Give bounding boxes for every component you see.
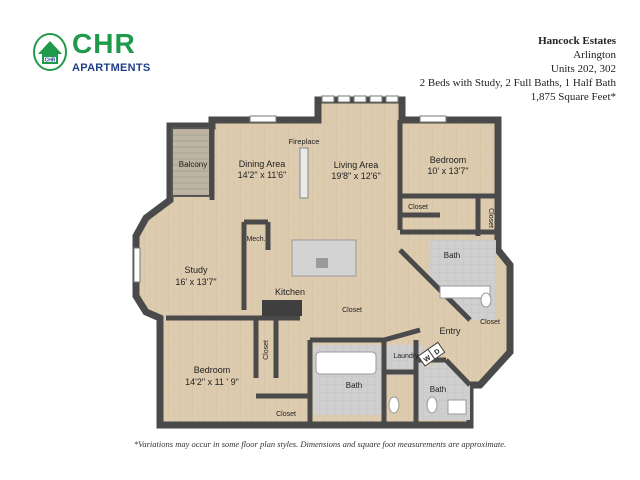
brand-name: CHR <box>72 28 136 59</box>
toilet-lower-right <box>426 396 438 414</box>
disclaimer: *Variations may occur in some floor plan… <box>133 439 507 449</box>
bath-tile-upper <box>430 240 496 320</box>
kitchen-label: Kitchen <box>275 287 305 297</box>
balcony-deck <box>171 127 211 197</box>
dining-label: Dining Area <box>239 159 286 169</box>
kitchen-counter <box>262 300 302 316</box>
closet-f-label: Closet <box>276 411 296 418</box>
bath-vanity-upper <box>439 285 491 299</box>
fireplace <box>299 147 309 199</box>
mech-label: Mech. <box>246 236 265 243</box>
laundry-label: Laundry <box>393 353 419 360</box>
closet-e-label: Closet <box>263 340 270 360</box>
brand-tagline: APARTMENTS <box>72 62 151 74</box>
toilet <box>388 396 400 414</box>
study-label: Study <box>184 265 208 275</box>
property-units: Units 202, 302 <box>550 63 616 75</box>
balcony-label: Balcony <box>179 160 207 169</box>
property-layout: 2 Beds with Study, 2 Full Baths, 1 Half … <box>419 77 616 89</box>
fireplace-label: Fireplace <box>289 137 320 146</box>
closet-a-label: Closet <box>408 204 428 211</box>
property-title: Hancock Estates <box>538 35 616 47</box>
washer-dryer: W D <box>417 341 446 367</box>
closet-d-label: Closet <box>480 319 500 326</box>
property-area: 1,875 Square Feet* <box>530 91 616 103</box>
bath-vanity-lower <box>447 399 467 415</box>
dining-dims: 14'2" x 11'6" <box>238 170 287 180</box>
dryer-label: D <box>433 348 441 357</box>
closet-c-label: Closet <box>342 307 362 314</box>
washer-label: W <box>423 354 433 364</box>
bedroom2-label: Bedroom <box>194 365 231 375</box>
kitchen-sink <box>316 258 328 268</box>
property-city: Arlington <box>573 49 616 61</box>
study-dims: 16' x 13'7" <box>175 277 216 287</box>
living-label: Living Area <box>334 160 379 170</box>
living-dims: 19'8" x 12'6" <box>331 171 380 181</box>
bathtub <box>315 351 377 375</box>
bath2-label: Bath <box>346 381 362 390</box>
emblem-text: CHR <box>45 58 56 64</box>
house-emblem-icon: CHR <box>33 33 67 71</box>
bath1-label: Bath <box>444 251 460 260</box>
windows <box>133 95 447 283</box>
bedroom1-dims: 10' x 13'7" <box>427 166 468 176</box>
bedroom2-dims: 14'2" x 11 ' 9" <box>185 377 239 387</box>
interior-walls <box>166 120 498 425</box>
closet-b-label: Closet <box>487 208 494 228</box>
toilet-upper <box>480 292 492 308</box>
bath3-label: Bath <box>430 385 446 394</box>
entry-label: Entry <box>439 326 461 336</box>
bedroom1-label: Bedroom <box>430 155 467 165</box>
chr-apartments-logo: CHR CHR APARTMENTS <box>32 28 152 76</box>
property-info: Hancock Estates Arlington Units 202, 302… <box>420 34 616 104</box>
